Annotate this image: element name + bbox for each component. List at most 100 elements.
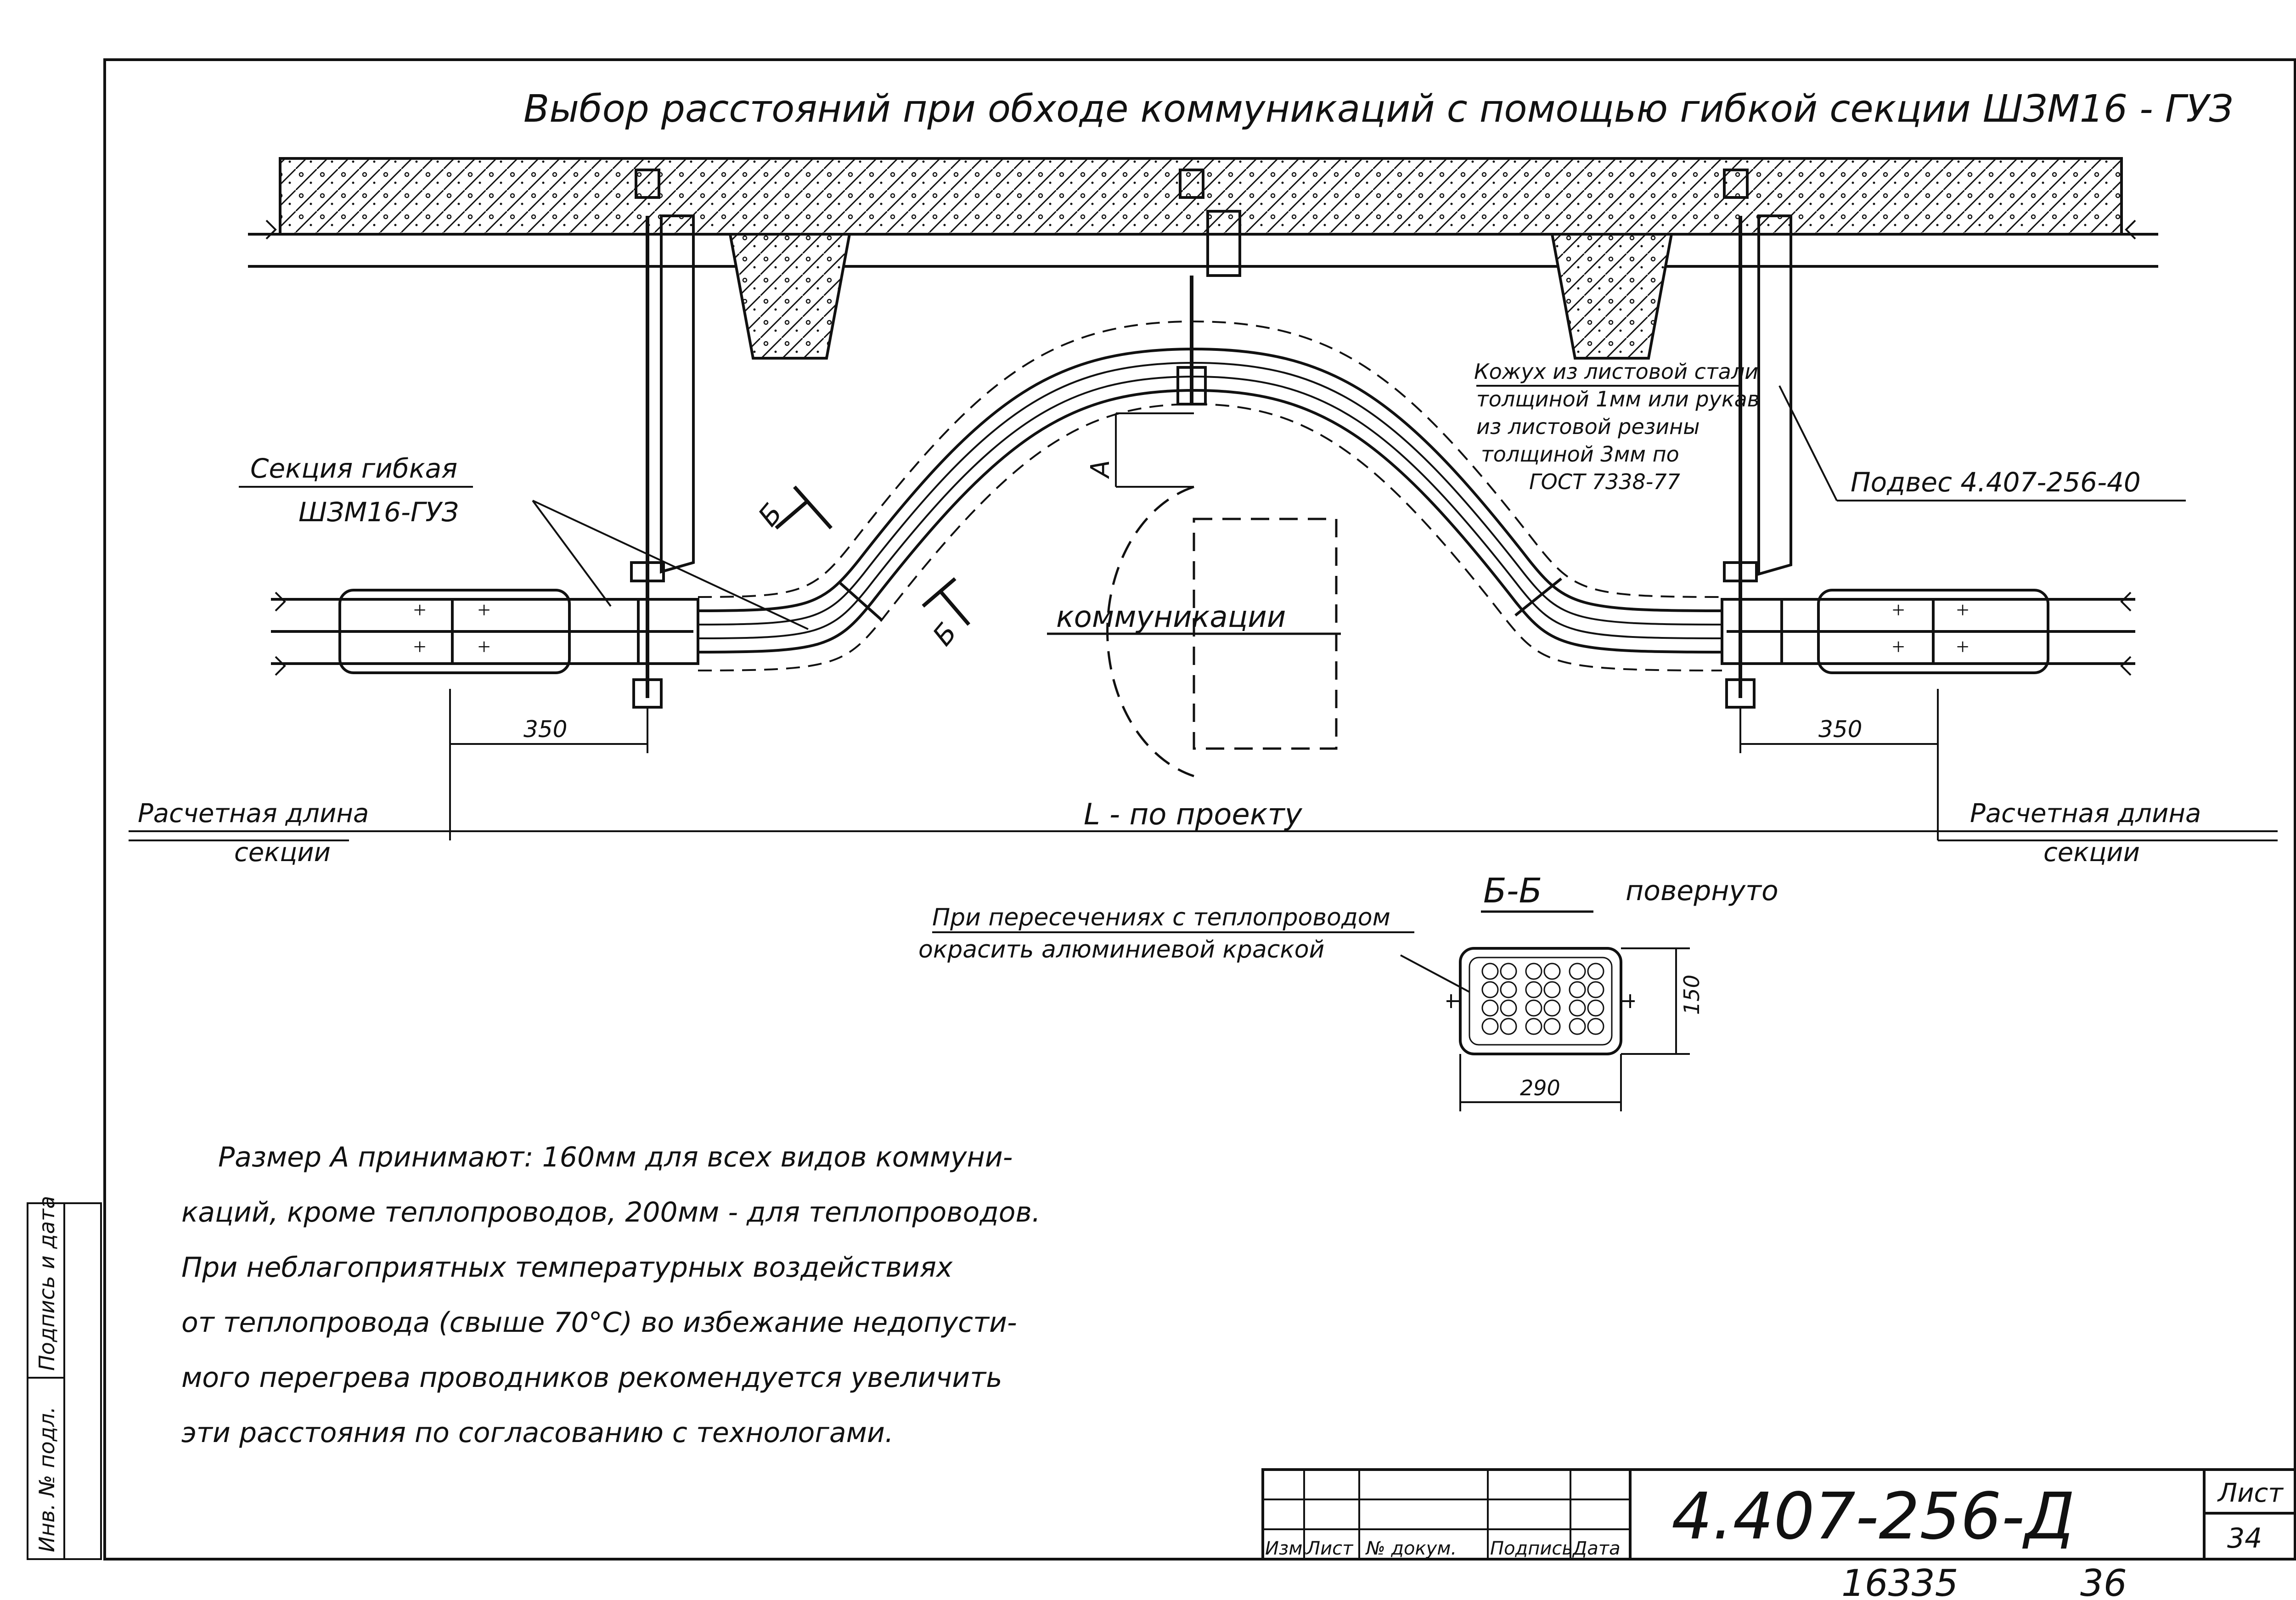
conductor — [1587, 963, 1604, 980]
section-mark-right-label: Б — [927, 617, 963, 652]
title-block-sign: Подпись — [1490, 1538, 1573, 1559]
communications-label: коммуникации — [1056, 600, 1286, 634]
dim-length — [129, 830, 2278, 841]
dim-350-left — [449, 689, 648, 840]
casing-label-1: Кожух из листовой стали — [1474, 359, 1758, 384]
calc-length-left-2: секции — [234, 838, 331, 868]
dim-350-right — [1739, 689, 1939, 840]
section-mark-right — [922, 577, 971, 626]
svg-text:+: + — [478, 597, 490, 623]
section-mark-left-label: Б — [752, 497, 789, 533]
conductor — [1543, 963, 1561, 980]
conductor — [1481, 999, 1499, 1017]
dim-290 — [1459, 1054, 1622, 1111]
section-view-drawing — [1446, 947, 1635, 1055]
paint-note-2: окрасить алюминиевой краской — [918, 936, 1324, 963]
paint-note-leader — [1400, 954, 1470, 993]
drawing-title: Выбор расстояний при обходе коммуникаций… — [523, 87, 2233, 131]
flexible-section — [698, 320, 1722, 671]
sheet-frame — [103, 58, 2296, 1561]
casing-label-5: ГОСТ 7338-77 — [1529, 469, 1680, 494]
conductor — [1587, 999, 1604, 1017]
title-block-izm: Изм. — [1265, 1538, 1308, 1559]
note-line: мого перегрева проводников рекомендуется… — [181, 1362, 1002, 1394]
conductor — [1481, 981, 1499, 998]
dim-350-right-label: 350 — [1818, 716, 1862, 743]
sheet-number: 34 — [2227, 1522, 2262, 1555]
conductor — [1500, 981, 1517, 998]
hanger-middle — [1176, 169, 1241, 406]
conductor — [1525, 999, 1542, 1017]
conductor — [1543, 981, 1561, 998]
flexible-section-label-1: Секция гибкая — [250, 453, 457, 484]
svg-text:+: + — [1892, 597, 1905, 623]
conductor — [1569, 981, 1586, 998]
hanger-left — [630, 169, 695, 709]
section-view-subtitle: повернуто — [1626, 875, 1778, 907]
dim-290-label: 290 — [1520, 1076, 1560, 1100]
calc-length-right-1: Расчетная длина — [1970, 799, 2201, 828]
svg-text:+: + — [1892, 634, 1905, 659]
title-block-doc: № докум. — [1365, 1538, 1457, 1559]
note-line: каций, кроме теплопроводов, 200мм - для … — [181, 1196, 1041, 1228]
section-mark-left — [775, 485, 833, 530]
note-line: При неблагоприятных температурных воздей… — [181, 1251, 953, 1284]
note-line: от теплопровода (свыше 70°С) во избежани… — [181, 1307, 1017, 1339]
casing-label-4: толщиной 3мм по — [1481, 442, 1679, 467]
busbar-right: + + + + — [1721, 589, 2135, 676]
conductor — [1569, 999, 1586, 1017]
title-block-list: Лист — [1306, 1538, 1354, 1559]
length-project-label: L - по проекту — [1084, 798, 1303, 832]
busbar-left: + + + + — [271, 589, 699, 676]
svg-text:+: + — [413, 634, 426, 659]
conductor — [1587, 981, 1604, 998]
conductor — [1525, 1018, 1542, 1035]
note-line: эти расстояния по согласованию с техноло… — [181, 1417, 894, 1449]
conductor — [1569, 963, 1586, 980]
conductor — [1525, 963, 1542, 980]
side-stamp-signature: Подпись и дата — [34, 1196, 59, 1371]
conductor — [1500, 999, 1517, 1017]
inventory-code: 16335 — [1841, 1562, 1958, 1600]
svg-text:+: + — [1956, 634, 1969, 659]
leader-lines — [239, 385, 2186, 630]
conductor — [1587, 1018, 1604, 1035]
sheet-label: Лист — [2217, 1478, 2284, 1508]
side-stamp: Инв. № подл. Подпись и дата — [27, 1196, 102, 1560]
conductor — [1500, 963, 1517, 980]
svg-text:+: + — [1956, 597, 1969, 623]
conductor — [1481, 963, 1499, 980]
footer-sheet-code: 36 — [2080, 1562, 2127, 1600]
paint-note-1: При пересечениях с теплопроводом — [932, 904, 1390, 931]
dim-a-label: А — [1086, 460, 1115, 479]
hanger-right — [1723, 169, 1792, 709]
conductor — [1569, 1018, 1586, 1035]
conductor — [1481, 1018, 1499, 1035]
dim-350-left-label: 350 — [523, 716, 567, 743]
side-stamp-inventory: Инв. № подл. — [34, 1407, 59, 1552]
notes-block: Размер А принимают: 160мм для всех видов… — [181, 1141, 1041, 1449]
conductor — [1525, 981, 1542, 998]
conductor — [1543, 999, 1561, 1017]
svg-text:+: + — [413, 597, 426, 623]
dim-150-label: 150 — [1679, 975, 1704, 1015]
svg-text:+: + — [478, 634, 490, 659]
title-block-date: Дата — [1572, 1538, 1621, 1559]
calc-length-right-2: секции — [2043, 838, 2140, 868]
hanger-label: Подвес 4.407-256-40 — [1851, 467, 2141, 498]
flexible-section-label-2: ШЗМ16-ГУЗ — [298, 496, 459, 528]
title-block — [1261, 1468, 2296, 1561]
conductor-grid — [1481, 963, 1604, 1035]
conductor — [1543, 1018, 1561, 1035]
communications-obstacle — [1047, 485, 1341, 777]
conductor — [1500, 1018, 1517, 1035]
section-view-title: Б-Б — [1483, 871, 1542, 911]
note-line: Размер А принимают: 160мм для всех видов… — [218, 1141, 1013, 1173]
dim-150 — [1621, 947, 1690, 1055]
document-designation: 4.407-256-Д — [1671, 1479, 2075, 1554]
casing-label-3: из листовой резины — [1476, 414, 1700, 439]
casing-label-2: толщиной 1мм или рукав — [1476, 387, 1760, 411]
calc-length-left-1: Расчетная длина — [138, 799, 369, 828]
dim-a — [1115, 412, 1194, 488]
